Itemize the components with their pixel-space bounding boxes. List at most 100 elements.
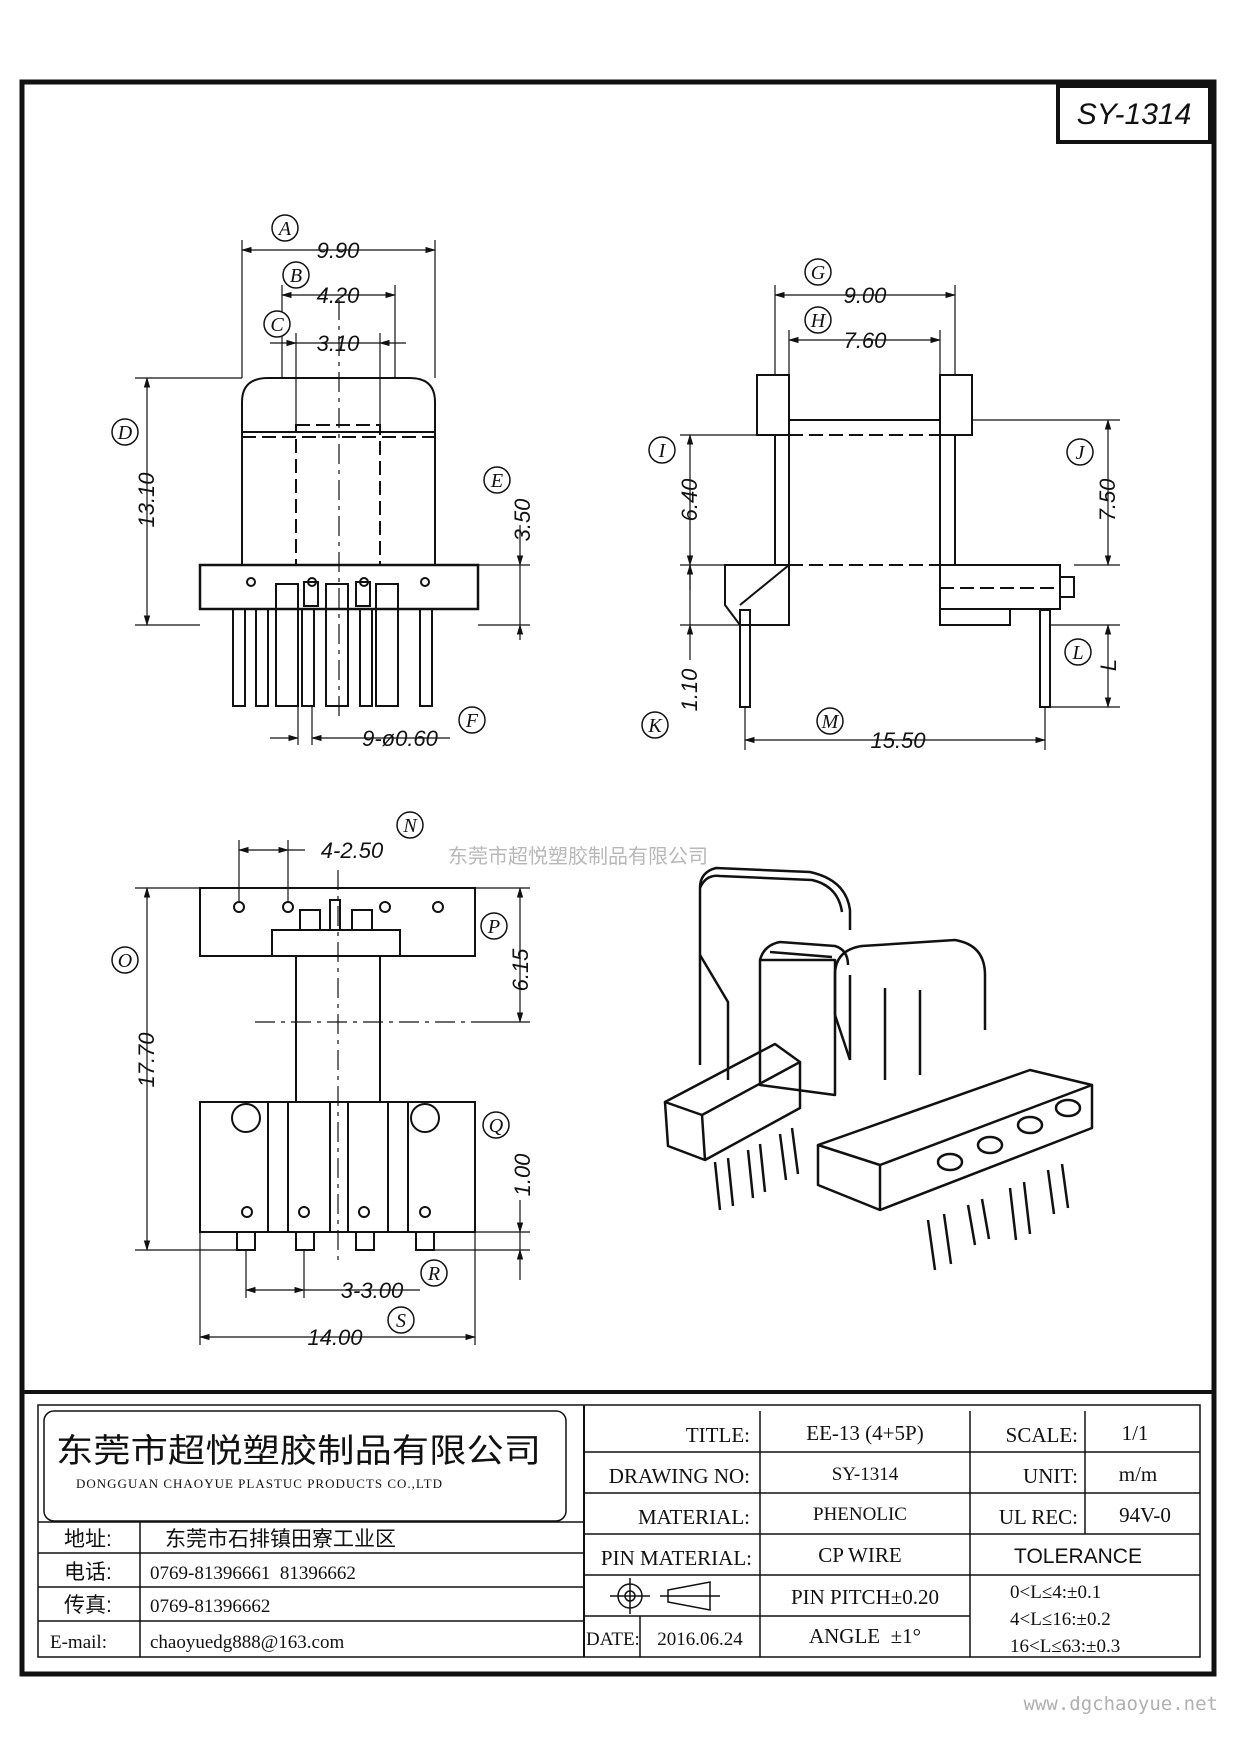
website-url: www.dgchaoyue.net <box>1024 1693 1218 1715</box>
watermark: 东莞市超悦塑胶制品有限公司 <box>448 844 708 868</box>
drawing-code-box: SY-1314 <box>1056 84 1212 144</box>
svg-text:D: D <box>117 422 133 444</box>
dim-D: D 13.10 <box>111 418 159 528</box>
side-view-dims <box>680 285 1120 750</box>
front-view <box>198 300 480 720</box>
svg-text:14.00: 14.00 <box>307 1325 363 1350</box>
svg-text:1.10: 1.10 <box>677 668 702 712</box>
svg-text:I: I <box>658 440 667 462</box>
pin-pitch: PIN PITCH±0.20 <box>791 1585 939 1609</box>
svg-text:R: R <box>427 1263 440 1285</box>
svg-text:H: H <box>810 310 827 332</box>
title-label: TITLE: <box>686 1423 750 1447</box>
phone-label: 电话: <box>64 1561 112 1584</box>
svg-text:M: M <box>821 711 840 733</box>
company-info: 东莞市超悦塑胶制品有限公司 DONGGUAN CHAOYUE PLASTUC P… <box>50 1431 541 1653</box>
phone-value: 0769-81396661 81396662 <box>150 1563 356 1584</box>
ul-value: 94V-0 <box>1119 1503 1171 1527</box>
svg-text:4-2.50: 4-2.50 <box>321 838 384 863</box>
isometric-view <box>663 866 1094 1271</box>
fax-value: 0769-81396662 <box>150 1596 270 1617</box>
projection-symbol <box>610 1578 720 1614</box>
side-view <box>724 374 1075 708</box>
dim-P: P6.15 <box>480 912 533 991</box>
tolerance-3: 16<L≤63:±0.3 <box>1010 1636 1120 1657</box>
svg-text:9-ø0.60: 9-ø0.60 <box>362 726 439 751</box>
svg-text:F: F <box>465 710 479 732</box>
svg-text:9.90: 9.90 <box>317 238 361 263</box>
address-value: 东莞市石排镇田寮工业区 <box>165 1528 396 1551</box>
svg-text:G: G <box>811 262 826 284</box>
title-block <box>22 1390 1214 1658</box>
svg-text:N: N <box>402 815 418 837</box>
tolerance-1: 0<L≤4:±0.1 <box>1010 1582 1101 1603</box>
dim-Q: Q 1.00 <box>482 1111 535 1197</box>
tolerance-2: 4<L≤16:±0.2 <box>1010 1609 1111 1630</box>
date-label: DATE: <box>586 1629 640 1650</box>
scale-label: SCALE: <box>1006 1423 1078 1447</box>
dim-K: K 1.10 <box>641 668 702 739</box>
svg-text:Q: Q <box>489 1115 504 1137</box>
dim-B: B 4.20 <box>282 261 361 308</box>
email-value: chaoyuedg888@163.com <box>150 1632 344 1653</box>
title-block-fields: TITLE: EE-13 (4+5P) DRAWING NO: SY-1314 … <box>586 1421 1171 1657</box>
address-label: 地址: <box>64 1528 112 1551</box>
pin-material-value: CP WIRE <box>818 1543 901 1567</box>
title-value: EE-13 (4+5P) <box>806 1421 923 1445</box>
drawing-frame <box>19 79 1217 1677</box>
svg-text:P: P <box>487 916 500 938</box>
tolerance-label: TOLERANCE <box>1014 1545 1142 1568</box>
email-label: E-mail: <box>50 1632 107 1653</box>
front-view-dims <box>135 240 530 745</box>
svg-text:9.00: 9.00 <box>844 283 888 308</box>
unit-value: m/m <box>1119 1462 1158 1486</box>
dim-S: S 14.00 <box>307 1306 415 1350</box>
svg-text:3.10: 3.10 <box>317 331 361 356</box>
svg-text:O: O <box>118 950 132 972</box>
svg-text:S: S <box>396 1310 406 1332</box>
material-label: MATERIAL: <box>638 1505 750 1529</box>
svg-text:15.50: 15.50 <box>870 728 926 753</box>
dim-F: F 9-ø0.60 <box>362 706 486 751</box>
dim-R: R 3-3.00 <box>341 1259 448 1303</box>
svg-text:4.20: 4.20 <box>317 283 361 308</box>
bottom-view-dims <box>135 840 530 1345</box>
company-name-cn: 东莞市超悦塑胶制品有限公司 <box>56 1431 541 1470</box>
svg-text:L: L <box>1096 659 1121 671</box>
svg-text:B: B <box>290 265 302 287</box>
svg-text:7.60: 7.60 <box>844 328 888 353</box>
svg-text:7.50: 7.50 <box>1095 478 1120 522</box>
svg-text:17.70: 17.70 <box>134 1032 159 1088</box>
dimension-labels: A9.90 B4.20 C3.10 D13.10 E3.50 F9-ø0.60 … <box>111 214 1121 1350</box>
scale-value: 1/1 <box>1122 1421 1149 1445</box>
dim-L: LL <box>1064 638 1121 671</box>
angle: ANGLE ±1° <box>809 1624 921 1648</box>
svg-text:3.50: 3.50 <box>510 498 535 542</box>
svg-text:C: C <box>270 314 284 336</box>
dim-I: I 6.40 <box>648 436 702 522</box>
svg-text:1.00: 1.00 <box>510 1153 535 1197</box>
dim-N: N 4-2.50 <box>321 811 424 863</box>
drawing-no-label: DRAWING NO: <box>609 1464 750 1488</box>
ul-label: UL REC: <box>999 1505 1078 1529</box>
company-name-en: DONGGUAN CHAOYUE PLASTUC PRODUCTS CO.,LT… <box>76 1476 443 1491</box>
svg-text:A: A <box>277 218 292 240</box>
svg-text:3-3.00: 3-3.00 <box>341 1278 404 1303</box>
dim-G: G 9.00 <box>804 258 888 308</box>
dim-H: H 7.60 <box>804 306 888 353</box>
drawing-code: SY-1314 <box>1077 98 1192 131</box>
fax-label: 传真: <box>64 1594 112 1617</box>
pin-material-label: PIN MATERIAL: <box>601 1546 752 1570</box>
dim-M: M 15.50 <box>816 707 926 753</box>
dim-C: C 3.10 <box>263 310 361 356</box>
svg-text:L: L <box>1071 642 1083 664</box>
svg-text:K: K <box>647 715 663 737</box>
dim-A: A 9.90 <box>271 214 361 263</box>
svg-text:6.40: 6.40 <box>677 478 702 522</box>
svg-text:13.10: 13.10 <box>134 472 159 528</box>
dim-O: O 17.70 <box>111 946 159 1088</box>
dim-E: E3.50 <box>483 466 535 542</box>
svg-text:J: J <box>1076 442 1086 464</box>
drawing-no-value: SY-1314 <box>832 1464 899 1485</box>
